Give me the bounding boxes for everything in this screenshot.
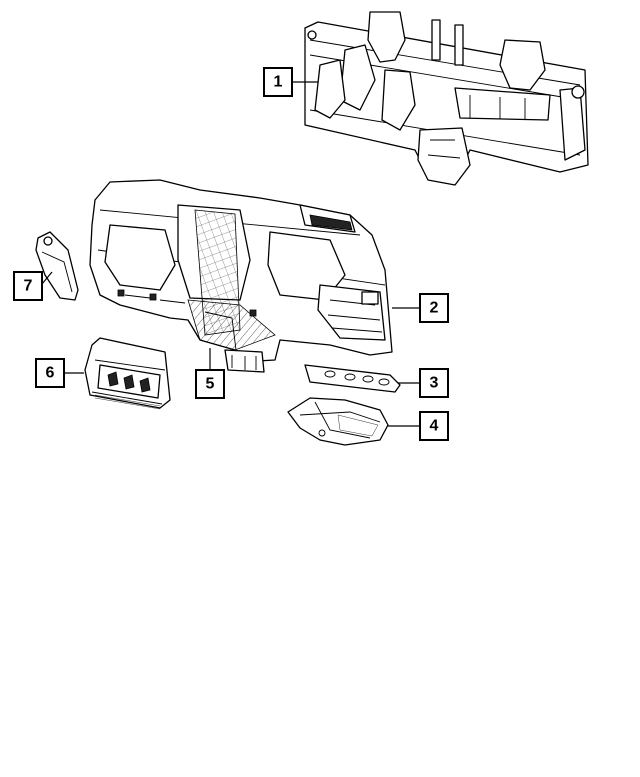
callout-3-label: 3: [430, 375, 439, 392]
part-1-crosscar-beam: [304, 11, 589, 186]
callout-1-label: 1: [274, 74, 283, 91]
callout-4-label: 4: [430, 418, 439, 435]
leader-7: [41, 271, 53, 285]
callout-7: 7: [13, 271, 43, 301]
callout-6-label: 6: [46, 365, 55, 382]
part-6-lower-tray: [84, 337, 171, 410]
callout-7-label: 7: [24, 278, 33, 295]
callout-5: 5: [195, 369, 225, 399]
part-7-side-panel: [35, 231, 79, 301]
callout-4: 4: [419, 411, 449, 441]
callout-3: 3: [419, 368, 449, 398]
part-5-center-support: [204, 311, 237, 351]
callout-2-label: 2: [430, 300, 439, 317]
callout-5-label: 5: [206, 376, 215, 393]
part-2-instrument-panel-carrier: [89, 179, 393, 373]
callout-1: 1: [263, 67, 293, 97]
part-4-lower-bracket: [287, 397, 389, 446]
part-3-bracket: [304, 364, 401, 393]
callout-6: 6: [35, 358, 65, 388]
callout-2: 2: [419, 293, 449, 323]
